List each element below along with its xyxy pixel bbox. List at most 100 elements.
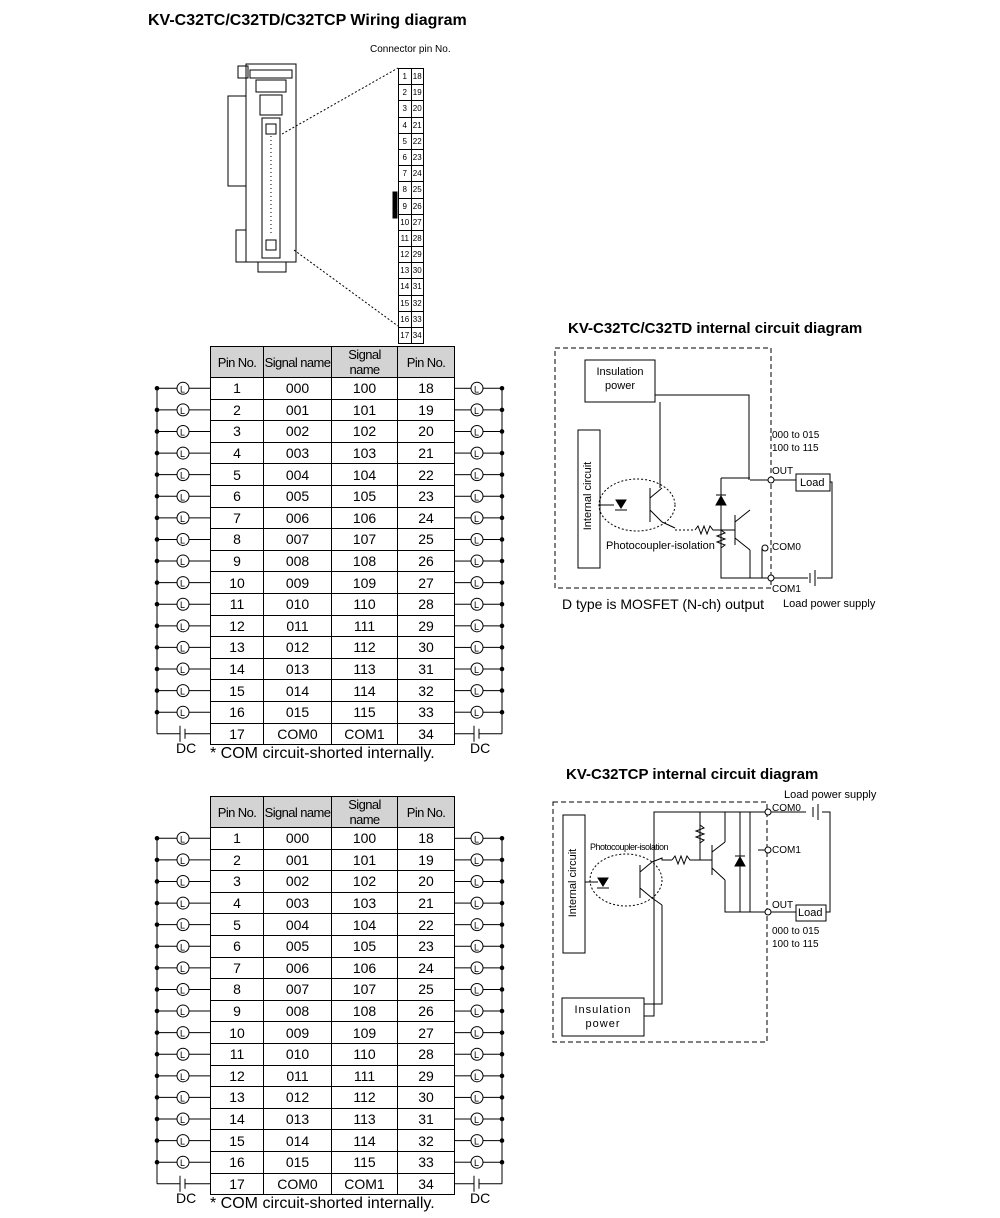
load-symbol-letter: L bbox=[180, 492, 185, 502]
out-label: OUT bbox=[772, 466, 794, 477]
connector-pin-number: 21 bbox=[412, 120, 422, 130]
load-power-label: Load power supply bbox=[783, 598, 876, 610]
connector-pin-number: 20 bbox=[412, 104, 422, 114]
signal-name-cell: 003 bbox=[263, 891, 332, 915]
pin-number-cell: 7 bbox=[210, 956, 264, 980]
load-symbol-letter: L bbox=[180, 985, 185, 995]
load-label: Load bbox=[798, 907, 823, 919]
internal-circuit-td bbox=[554, 347, 833, 589]
signal-name-cell: COM0 bbox=[263, 722, 332, 746]
signal-name-cell: 114 bbox=[331, 1129, 398, 1152]
connector-pin-number: 30 bbox=[412, 266, 422, 276]
pin-number-cell: 27 bbox=[397, 571, 455, 594]
signal-name-cell: 108 bbox=[331, 549, 398, 573]
pin-number-cell: 10 bbox=[210, 571, 264, 594]
load-symbol-letter: L bbox=[474, 427, 479, 437]
load-symbol-letter: L bbox=[474, 1093, 479, 1103]
internal-circuit-tcp bbox=[552, 801, 831, 1043]
header-signal-name: Signal name bbox=[331, 346, 398, 378]
load-symbol-letter: L bbox=[180, 708, 185, 718]
com-note: * COM circuit-shorted internally. bbox=[210, 745, 435, 762]
pin-number-cell: 18 bbox=[397, 827, 455, 850]
signal-name-cell: 014 bbox=[263, 679, 332, 702]
pin-number-cell: 4 bbox=[210, 441, 264, 465]
pin-number-cell: 1 bbox=[210, 377, 264, 400]
pin-number-cell: 3 bbox=[210, 870, 264, 893]
load-symbol-letter: L bbox=[180, 535, 185, 545]
load-symbol-letter: L bbox=[180, 1137, 185, 1147]
pin-number-cell: 29 bbox=[397, 1064, 455, 1088]
connector-pin-number: 22 bbox=[412, 136, 422, 146]
signal-name-cell: 104 bbox=[331, 463, 398, 486]
header-pin-no: Pin No. bbox=[397, 346, 455, 378]
signal-name-cell: 010 bbox=[263, 592, 332, 616]
connector-pin-number: 11 bbox=[399, 230, 412, 247]
signal-name-cell: 000 bbox=[263, 377, 332, 400]
load-label: Load bbox=[800, 477, 825, 489]
load-symbol-letter: L bbox=[474, 834, 479, 844]
connector-pin-number: 17 bbox=[399, 328, 412, 344]
connector-pin-number: 18 bbox=[412, 72, 422, 81]
com0-label: COM0 bbox=[772, 803, 801, 814]
load-symbol-letter: L bbox=[180, 899, 185, 909]
signal-name-cell: 111 bbox=[331, 1064, 398, 1088]
signal-name-cell: 113 bbox=[331, 657, 398, 681]
connector-pin-number: 8 bbox=[399, 182, 412, 198]
signal-name-cell: 100 bbox=[331, 377, 398, 400]
load-symbol-letter: L bbox=[474, 535, 479, 545]
load-symbol-letter: L bbox=[474, 856, 479, 866]
pin-number-cell: 9 bbox=[210, 999, 264, 1023]
header-signal-name: Signal name bbox=[263, 796, 332, 828]
range-label-2: 100 to 115 bbox=[772, 443, 819, 454]
connector-pin-number: 14 bbox=[399, 279, 412, 295]
signal-name-cell: 106 bbox=[331, 506, 398, 530]
pin-number-cell: 30 bbox=[397, 636, 455, 659]
connector-pin-number: 34 bbox=[412, 331, 422, 340]
signal-name-cell: 011 bbox=[263, 1064, 332, 1088]
load-symbol-letter: L bbox=[180, 1115, 185, 1125]
load-symbol-letter: L bbox=[474, 557, 479, 567]
signal-name-cell: 010 bbox=[263, 1042, 332, 1066]
load-symbol-letter: L bbox=[180, 665, 185, 675]
connector-pin-number: 12 bbox=[399, 247, 412, 263]
signal-name-cell: 103 bbox=[331, 891, 398, 915]
pin-number-cell: 25 bbox=[397, 978, 455, 1001]
connector-pin-number: 4 bbox=[399, 117, 412, 133]
load-symbol-letter: L bbox=[180, 856, 185, 866]
pin-number-cell: 6 bbox=[210, 484, 264, 508]
internal-circuit-label: Internal circuit bbox=[582, 461, 594, 531]
signal-name-cell: 112 bbox=[331, 636, 398, 659]
load-symbol-letter: L bbox=[180, 384, 185, 394]
signal-name-cell: 004 bbox=[263, 913, 332, 936]
signal-name-cell: COM1 bbox=[331, 722, 398, 746]
pin-number-cell: 14 bbox=[210, 657, 264, 681]
signal-name-cell: 004 bbox=[263, 463, 332, 486]
internal-circuit-td-title: KV-C32TC/C32TD internal circuit diagram bbox=[568, 320, 863, 337]
connector-pin-number: 32 bbox=[412, 298, 422, 308]
pin-number-cell: 29 bbox=[397, 614, 455, 638]
pin-number-cell: 19 bbox=[397, 398, 455, 422]
connector-pin-number: 27 bbox=[412, 217, 422, 227]
signal-name-cell: 006 bbox=[263, 956, 332, 980]
signal-name-cell: 002 bbox=[263, 870, 332, 893]
pin-number-cell: 26 bbox=[397, 549, 455, 573]
